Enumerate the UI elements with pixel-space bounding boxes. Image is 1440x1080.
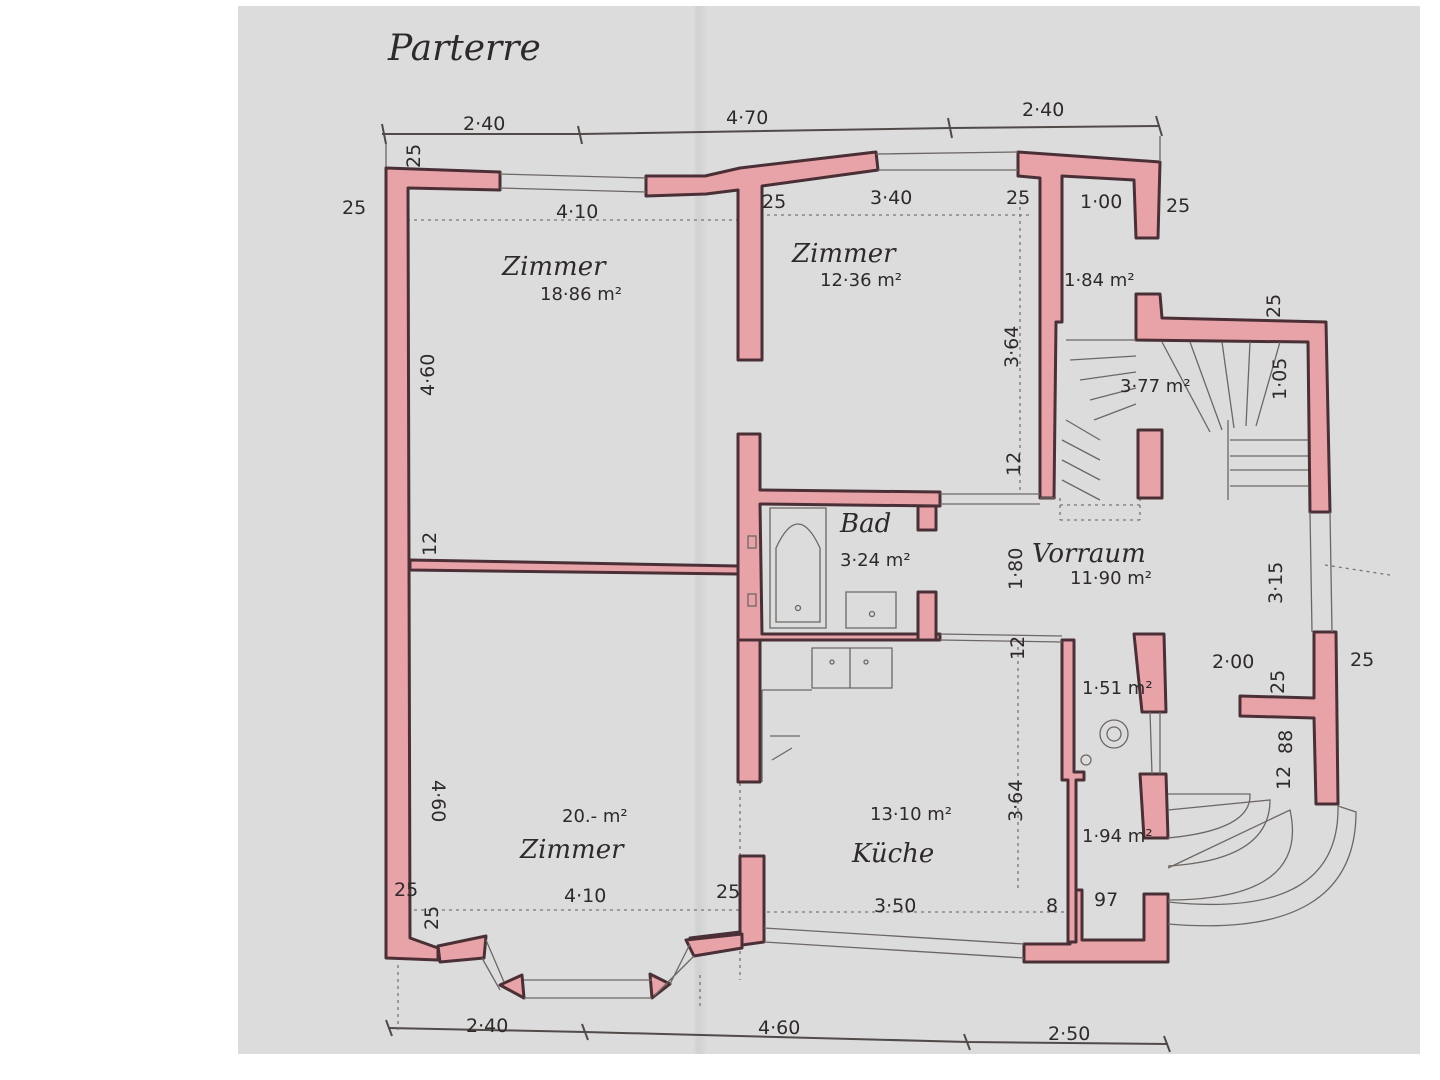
dim-100: 1·00: [1080, 191, 1122, 213]
dim-25-mid: 25: [762, 191, 786, 213]
wall-middle-upper: [736, 432, 942, 642]
bottom-dimension-line: [385, 1019, 1171, 1053]
utility-fixtures: [1080, 711, 1161, 775]
wall-top-left: [644, 150, 880, 362]
room-area-vorraum: 11·90 m²: [1070, 568, 1152, 589]
room-area-zimmer-1: 18·86 m²: [540, 284, 622, 305]
bath-fixtures: [747, 507, 897, 629]
dim-25-left: 25: [342, 197, 366, 219]
room-area-bad: 3·24 m²: [840, 550, 911, 571]
room-name-zimmer-1: Zimmer: [501, 252, 607, 282]
dim-25-g: 25: [716, 881, 740, 903]
room-area-zimmer-3: 20.- m²: [562, 806, 628, 827]
windows: [481, 151, 1333, 999]
dim-25-a: 25: [1006, 187, 1030, 209]
dim-8: 8: [1046, 895, 1058, 917]
dim-top-2: 4·70: [726, 107, 768, 129]
dim-25-top: 25: [403, 144, 425, 168]
dim-12-e: 12: [1273, 766, 1295, 790]
entrance-steps: [1167, 793, 1357, 927]
wall-bay-small-left: [498, 973, 526, 1000]
room-name-bad: Bad: [839, 509, 891, 539]
dim-top-1: 2·40: [463, 113, 505, 135]
dim-460-lower: 4·60: [427, 780, 449, 822]
room-name-vorraum: Vorraum: [1032, 539, 1146, 569]
wall-partition-left: [408, 558, 740, 576]
wall-utility-left: [1060, 638, 1086, 944]
dim-bottom-2: 4·60: [758, 1017, 800, 1039]
dim-180: 1·80: [1005, 548, 1027, 590]
wall-bay-small-right: [648, 972, 672, 1000]
dim-25-b: 25: [1166, 195, 1190, 217]
dim-97: 97: [1094, 889, 1118, 911]
dim-12-left: 12: [419, 532, 441, 556]
dim-410-bottom: 4·10: [564, 885, 606, 907]
dim-364-upper: 3·64: [1001, 326, 1023, 368]
wall-bay-left: [436, 934, 488, 964]
staircase: [1061, 339, 1308, 501]
room-area-closet: 1·84 m²: [1064, 270, 1135, 291]
walls: [384, 150, 1340, 1000]
door-openings: [939, 493, 1063, 643]
room-area-utility: 1·51 m²: [1082, 678, 1153, 699]
dim-top-3: 2·40: [1022, 99, 1064, 121]
wall-bay-right: [684, 932, 744, 958]
dim-200: 2·00: [1212, 651, 1254, 673]
dim-25-d: 25: [1350, 649, 1374, 671]
plan-title: Parterre: [387, 28, 541, 69]
dim-460-upper: 4·60: [417, 354, 439, 396]
dim-12-f: 12: [1007, 636, 1029, 660]
room-area-wc: 1·94 m²: [1082, 826, 1153, 847]
room-area-zimmer-2: 12·36 m²: [820, 270, 902, 291]
wall-top-right: [1016, 150, 1162, 500]
wall-stair-pillar: [1136, 428, 1164, 500]
dim-25-f: 25: [421, 906, 443, 930]
dim-25-right-top: 25: [1263, 294, 1285, 318]
room-name-zimmer-3: Zimmer: [519, 835, 625, 865]
kitchen-fixtures: [761, 647, 893, 782]
dim-12-mid: 12: [1003, 452, 1025, 476]
room-name-zimmer-2: Zimmer: [791, 239, 897, 269]
wall-utility-mid: [1132, 632, 1168, 714]
wall-stair-top: [1134, 292, 1332, 514]
dim-364-lower: 3·64: [1005, 780, 1027, 822]
dim-315: 3·15: [1265, 562, 1287, 604]
room-area-kueche: 13·10 m²: [870, 804, 952, 825]
dim-88: 88: [1275, 730, 1297, 754]
wall-bath-right: [916, 504, 938, 532]
dim-bottom-1: 2·40: [466, 1015, 508, 1037]
wall-right-lower: [1238, 630, 1340, 806]
room-area-stairs: 3·77 m²: [1120, 376, 1191, 397]
room-name-kueche: Küche: [851, 839, 934, 869]
wall-middle-lower: [736, 638, 762, 784]
dim-350: 3·50: [874, 895, 916, 917]
dim-25-c: 25: [1267, 670, 1289, 694]
dim-25-e: 25: [394, 879, 418, 901]
dim-340: 3·40: [870, 187, 912, 209]
dim-410-top: 4·10: [556, 201, 598, 223]
wall-bath-right-lower: [916, 590, 938, 642]
dim-105: 1·05: [1269, 358, 1291, 400]
dim-bottom-3: 2·50: [1048, 1023, 1090, 1045]
